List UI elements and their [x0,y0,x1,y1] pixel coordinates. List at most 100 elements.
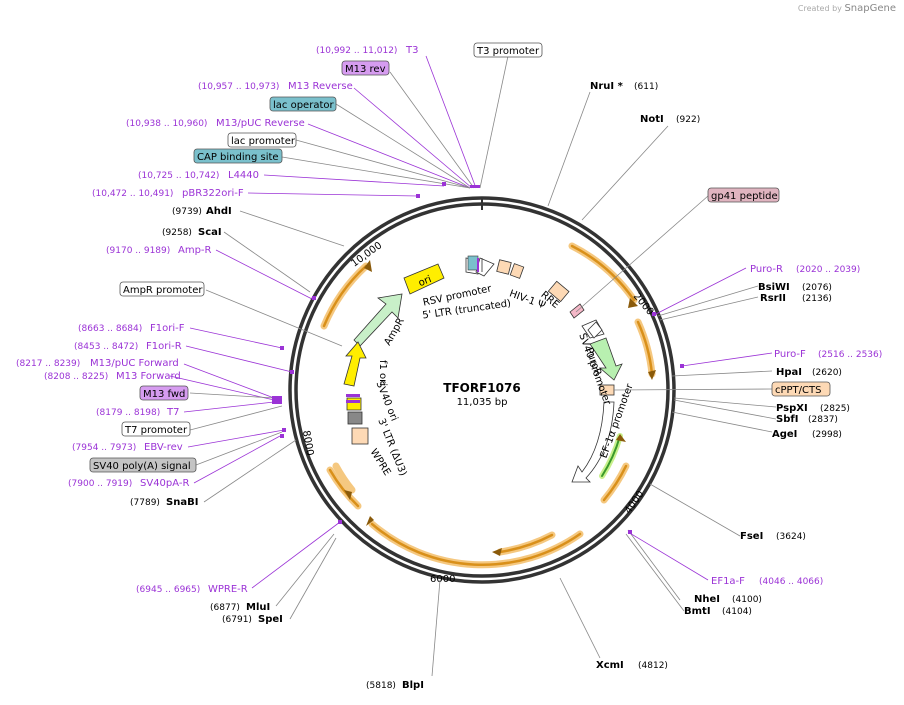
primer-ampr-coords: (9170 .. 9189) [106,246,170,256]
svg-text:gp41 peptide: gp41 peptide [711,191,778,202]
enzyme-noti: NotI [640,114,664,125]
sv40-promoter-arrow [587,321,603,339]
primer-f1ori-r-coords: (8453 .. 8472) [74,342,138,352]
primer-ampr: Amp-R [178,245,212,256]
feature-label-ori: ori [417,274,433,289]
enzyme-sbfi: SbfI [776,414,798,425]
ef1a-promoter-feature [571,401,615,483]
snapgene-logo: SnapGene [844,3,896,14]
psi-feature-2 [509,263,525,279]
enzyme-nhei: NheI [694,594,720,605]
enzyme-nrui: NruI * [590,81,624,92]
svg-text:cPPT/CTS: cPPT/CTS [775,385,821,396]
primer-m13rev-coords: (10,957 .. 10,973) [198,82,279,92]
tick-8000: 8000 [300,430,315,457]
box-t3-promoter: T3 promoter [473,42,543,58]
primer-t7: T7 [166,407,179,418]
primer-stack-left [346,394,360,403]
ampr-feature [353,293,403,347]
primer-ebvrev-coords: (7954 .. 7973) [72,443,136,453]
ori-feature [403,263,445,295]
sv40ori-feature [346,397,362,411]
primer-pbr322-coords: (10,472 .. 10,491) [92,189,173,199]
enzyme-spei: SpeI [258,614,283,625]
primer-f1ori-f-coords: (8663 .. 8684) [78,324,142,334]
enzyme-pspxi: PspXI [776,403,808,414]
psi-feature [496,259,512,275]
credit-prefix: Created by [797,4,842,13]
enzyme-bsiwi-pos: (2076) [802,283,832,293]
enzyme-scai: ScaI [198,227,222,238]
primer-puror: Puro-R [750,264,783,275]
enzyme-agei-pos: (2998) [812,430,842,440]
feature-label-sv40ori: SV40 ori [373,380,399,423]
primer-m13puc-fwd-coords: (8217 .. 8239) [16,359,80,369]
primer-f1ori-f: F1ori-F [150,323,185,334]
primer-m13fwd-coords: (8208 .. 8225) [44,372,108,382]
primer-purof: Puro-F [774,349,806,360]
svg-text:CAP binding site: CAP binding site [197,152,279,163]
enzyme-rsrii-pos: (2136) [802,294,832,304]
svg-text:T3 promoter: T3 promoter [476,46,540,57]
wpre-feature [351,427,369,445]
primer-t3-coords: (10,992 .. 11,012) [316,46,397,56]
tick-4000: 4000 [623,489,647,516]
box-cppt-cts: cPPT/CTS [771,381,831,397]
primer-pbr322: pBR322ori-F [182,188,244,199]
box-t7-promoter: T7 promoter [121,421,191,437]
box-m13fwd: M13 fwd [139,385,189,401]
primer-purof-coords: (2516 .. 2536) [818,350,882,360]
feature-label-ampr: AmpR [382,316,406,347]
primer-f1ori-r: F1ori-R [146,341,182,352]
primer-stack-top [467,255,483,272]
primer-ef1af: EF1a-F [711,576,745,587]
svg-text:lac promoter: lac promoter [231,136,296,147]
box-cap-binding-site: CAP binding site [193,148,283,164]
enzyme-hpai-pos: (2620) [812,368,842,378]
enzyme-bmti-pos: (4104) [722,607,752,617]
enzyme-nrui-pos: (611) [634,82,658,92]
inner-features [343,255,623,483]
box-gp41-peptide: gp41 peptide [707,187,780,203]
enzyme-fsei-pos: (3624) [776,532,806,542]
svg-text:M13 fwd: M13 fwd [143,389,185,400]
svg-text:AmpR promoter: AmpR promoter [123,285,203,296]
enzyme-blpi: BlpI [402,680,424,691]
primer-sv40pa: SV40pA-R [140,478,189,489]
primer-ebvrev: EBV-rev [144,442,183,453]
enzyme-mlui-pos: (6877) [210,603,240,613]
plasmid-length: 11,035 bp [457,397,508,408]
enzyme-snabi: SnaBI [166,497,198,508]
enzyme-spei-pos: (6791) [222,615,252,625]
puror-feature [589,337,623,381]
enzyme-bsiwi: BsiWI [758,282,790,293]
enzyme-pspxi-pos: (2825) [820,404,850,414]
primer-m13puc-rev: M13/pUC Reverse [216,118,305,129]
primer-labels: (10,992 .. 11,012) T3 (10,957 .. 10,973)… [16,45,882,595]
enzyme-blpi-pos: (5818) [366,681,396,691]
ltr3-feature [347,411,363,425]
orf-arc-left-lower-2 [332,462,356,494]
primer-l4440-coords: (10,725 .. 10,742) [138,171,219,181]
enzyme-xcmi: XcmI [596,660,624,671]
enzyme-scai-pos: (9258) [162,228,192,238]
enzyme-bmti: BmtI [684,606,711,617]
primer-wpre: WPRE-R [208,584,248,595]
box-lac-operator: lac operator [269,96,337,112]
primer-m13puc-fwd: M13/pUC Forward [90,358,179,369]
enzyme-labels: NruI * (611) NotI (922) (9739) AhdI (925… [130,81,850,691]
primer-m13puc-rev-coords: (10,938 .. 10,960) [126,119,207,129]
leader-lines [169,55,777,677]
tick-6000: 6000 [430,574,455,585]
primer-t7-coords: (8179 .. 8198) [96,408,160,418]
enzyme-ahdi-pos: (9739) [172,207,202,217]
primer-t3: T3 [405,45,418,56]
enzyme-xcmi-pos: (4812) [638,661,668,671]
box-m13rev: M13 rev [341,60,390,76]
orf-arrowheads [344,260,656,556]
svg-text:lac operator: lac operator [273,100,334,111]
primer-ticks [272,182,684,534]
enzyme-mlui: MluI [246,602,270,613]
primer-l4440: L4440 [228,170,259,181]
